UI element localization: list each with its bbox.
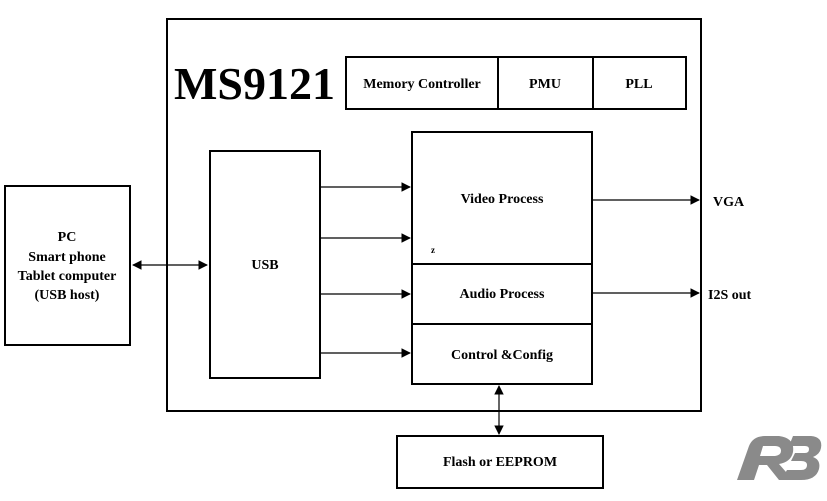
usb-block: USB: [209, 150, 321, 379]
host-line-1: PC: [58, 230, 77, 245]
vga-output-label: VGA: [713, 195, 745, 210]
control-config-block: Control &Config: [411, 323, 593, 385]
video-process-label: Video Process: [461, 192, 544, 207]
pmu-block: [497, 56, 594, 110]
video-process-block: Video Process z: [411, 131, 593, 265]
host-block: PC Smart phone Tablet computer (USB host…: [4, 185, 131, 346]
host-line-4: (USB host): [35, 288, 100, 303]
pll-label: PLL: [625, 77, 652, 92]
control-config-label: Control &Config: [451, 348, 553, 363]
usb-label: USB: [251, 258, 278, 273]
flash-eeprom-label: Flash or EEPROM: [443, 455, 557, 470]
top-blocks-row: Memory Controller PMU PLL: [345, 56, 687, 110]
audio-process-block: Audio Process: [411, 263, 593, 325]
pll-block: [592, 56, 687, 110]
memory-controller-block: [345, 56, 499, 110]
host-line-2: Smart phone: [28, 250, 105, 265]
i2s-output-label: I2S out: [708, 288, 752, 303]
memory-controller-label: Memory Controller: [363, 77, 481, 92]
video-process-marker: z: [431, 245, 435, 255]
rb-logo: [737, 436, 822, 480]
flash-eeprom-block: Flash or EEPROM: [396, 435, 604, 489]
host-line-3: Tablet computer: [18, 269, 117, 284]
audio-process-label: Audio Process: [460, 287, 545, 302]
pmu-label: PMU: [529, 77, 561, 92]
chip-title: MS9121: [174, 58, 335, 109]
